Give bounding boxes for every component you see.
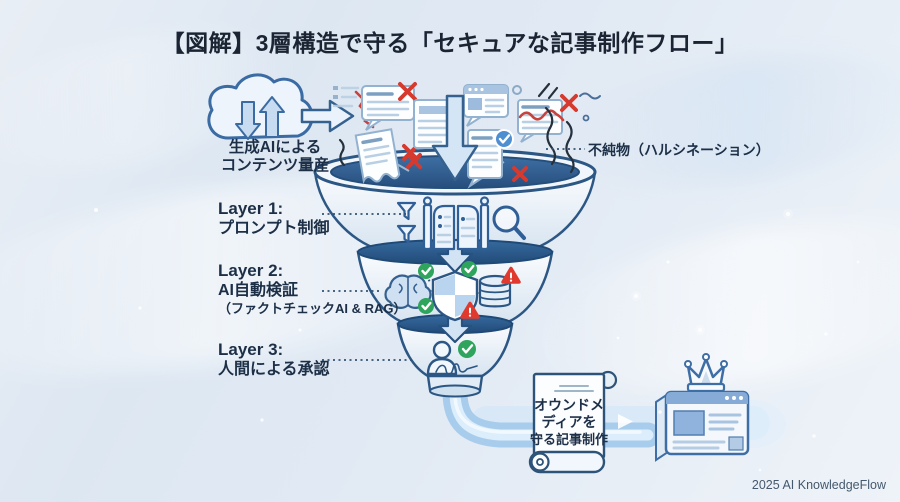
approved-doc (467, 129, 514, 189)
funnel-spout-mouth (429, 384, 481, 398)
source-label-line2: コンテンツ量産 (220, 157, 330, 174)
download-arrow-icon (235, 101, 261, 140)
squiggle-icon (565, 120, 575, 174)
layer2-name: AI自動検証 (218, 282, 299, 299)
impurity-squiggles (338, 82, 601, 174)
magnifier-icon (492, 205, 526, 240)
check-badge-icon (494, 129, 514, 149)
output-pipe (442, 379, 661, 448)
sparkles (94, 208, 860, 472)
doc-header (419, 106, 449, 114)
squiggle-icon (544, 106, 557, 166)
browser-block (728, 436, 744, 451)
source-label-line1: 生成AIによる (228, 139, 322, 156)
layer1-label: Layer 1: プロンプト制御 (218, 199, 330, 239)
x-mark-icon (406, 153, 422, 169)
credit-label: 2025 AI KnowledgeFlow (751, 478, 886, 492)
right-arrow-icon (300, 99, 355, 133)
scroll-roll-spiral (536, 458, 544, 466)
bubble-titlebar (464, 85, 508, 94)
person-icon (426, 340, 458, 376)
layer2-label: Layer 2: AI自動検証 （ファクトチェックAI & RAG） (218, 261, 407, 317)
dot-deco (582, 114, 590, 122)
check-icon (458, 340, 476, 358)
browser-icon (664, 390, 750, 456)
filter-icon (396, 201, 417, 221)
stream-arrow-icon (618, 414, 633, 429)
layer1-name: プロンプト制御 (218, 220, 330, 237)
crowned-browser (655, 353, 750, 462)
bubble-image (468, 98, 482, 110)
x-mark-icon (398, 82, 417, 101)
layer1-id: Layer 1: (218, 199, 284, 218)
warning-icon (501, 266, 521, 284)
scroll-text-line1: オウンドメ (534, 397, 604, 413)
red-squiggle-icon (518, 109, 565, 122)
layer2-id: Layer 2: (218, 261, 284, 280)
cloud-sync-icon (207, 73, 314, 140)
flagged-doc (517, 99, 565, 143)
browser-titlebar (666, 392, 748, 404)
layer3-label: Layer 3: 人間による承認 (218, 340, 330, 380)
scroll-roll (528, 450, 606, 474)
layer3-name: 人間による承認 (218, 361, 330, 378)
scroll-text: オウンドメ ディアを 守る記事制作 (529, 397, 609, 448)
page-title: 【図解】3層構造で守る「セキュアな記事制作フロー」 (161, 30, 739, 56)
article-doc (413, 99, 455, 149)
down-arrow-icon (431, 94, 479, 182)
layer2-icons (384, 261, 521, 322)
browser-image (673, 410, 705, 436)
crown-icon (684, 353, 728, 393)
document-cluster (332, 82, 578, 189)
receipt-doc (354, 128, 401, 184)
x-mark-icon (560, 94, 578, 112)
tick-marks (537, 82, 559, 100)
scroll-icon (528, 370, 618, 474)
filter-icon (396, 224, 417, 244)
gate-icon (422, 196, 490, 251)
layer3-id: Layer 3: (218, 340, 284, 359)
scroll-roll-end (530, 452, 550, 472)
signature-icon (435, 363, 478, 376)
x-mark-icon (512, 166, 528, 182)
layer1-icons (396, 196, 526, 251)
scroll-text-line3: 守る記事制作 (529, 432, 608, 447)
list-snippet (332, 86, 360, 108)
wave-deco (579, 92, 601, 100)
warning-icon (460, 301, 480, 319)
upload-arrow-icon (259, 96, 285, 138)
layer2-sub: （ファクトチェックAI & RAG） (218, 301, 407, 316)
cloud-shape (207, 73, 314, 140)
check-icon (418, 298, 434, 314)
speech-bubble-doc (361, 85, 415, 131)
layer3-icons (426, 340, 478, 376)
brain-icon (384, 274, 432, 309)
impurity-label: 不純物（ハルシネーション） (588, 142, 770, 158)
check-icon (418, 263, 434, 279)
dot-deco (512, 85, 522, 95)
check-icon (461, 261, 477, 277)
scroll-text-line2: ディアを (541, 414, 597, 430)
browser-bubble-doc (463, 84, 509, 127)
pipe-glint (453, 392, 642, 434)
squiggle-icon (338, 138, 346, 167)
source-label: 生成AIによる コンテンツ量産 (190, 139, 360, 175)
